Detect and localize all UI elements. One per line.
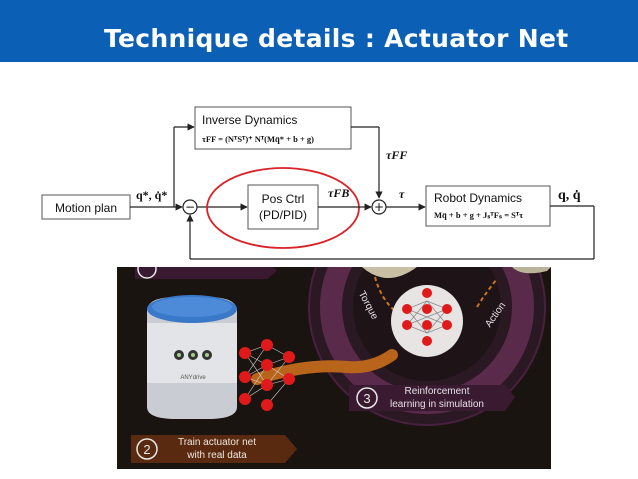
step2-line1: Train actuator net — [178, 437, 256, 448]
actuator-device: ANYdrive — [147, 295, 237, 419]
step3-tag: 3 Reinforcement learning in simulation — [349, 385, 515, 411]
step2-tag: 2 Train actuator net with real data — [131, 435, 297, 463]
right-summing-sign: + — [374, 200, 384, 214]
step2-number: 2 — [143, 442, 150, 457]
title-bar: Technique details : Actuator Net — [0, 0, 638, 62]
device-brand-label: ANYdrive — [180, 375, 206, 381]
output-signal-label: q, q̇ — [558, 188, 581, 203]
tau-fb-label: τFB — [328, 186, 349, 200]
rl-neural-net-icon — [391, 285, 463, 357]
pos-ctrl-block — [247, 184, 319, 230]
pos-ctrl-label-line1: Pos Ctrl — [262, 192, 305, 206]
motion-plan-block — [41, 194, 131, 220]
step3-number: 3 — [363, 391, 370, 406]
actuator-neural-net-icon — [239, 339, 295, 411]
inverse-dynamics-label: Inverse Dynamics — [202, 113, 297, 127]
robot-dynamics-equation: Mq̈ + b + g + JₛᵀFₛ = Sᵀτ — [434, 210, 523, 220]
motion-plan-label: Motion plan — [55, 201, 117, 215]
pos-ctrl-label-line2: (PD/PID) — [259, 208, 307, 222]
step2-line2: with real data — [186, 450, 247, 461]
step3-line1: Reinforcement — [404, 386, 469, 397]
left-summing-sign: − — [185, 200, 195, 214]
slide-title: Technique details : Actuator Net — [104, 24, 569, 53]
inverse-dynamics-block — [194, 106, 352, 150]
control-block-diagram: Motion plan q*, q̇* Inverse Dynamics τFF… — [41, 106, 595, 260]
robot-dynamics-block — [425, 185, 551, 227]
robot-dynamics-label: Robot Dynamics — [434, 191, 522, 205]
step3-line2: learning in simulation — [390, 399, 484, 410]
actuator-net-illustration: Torque Action 3 Reinforce — [117, 267, 551, 469]
tau-label: τ — [399, 187, 405, 201]
highlight-ellipse — [206, 167, 360, 249]
reference-signal-label: q*, q̇* — [136, 188, 167, 202]
inverse-dynamics-equation: τFF = (NᵀSᵀ)⁺ Nᵀ(Mq̈* + b + g) — [202, 134, 314, 144]
tau-ff-label: τFF — [386, 148, 407, 162]
